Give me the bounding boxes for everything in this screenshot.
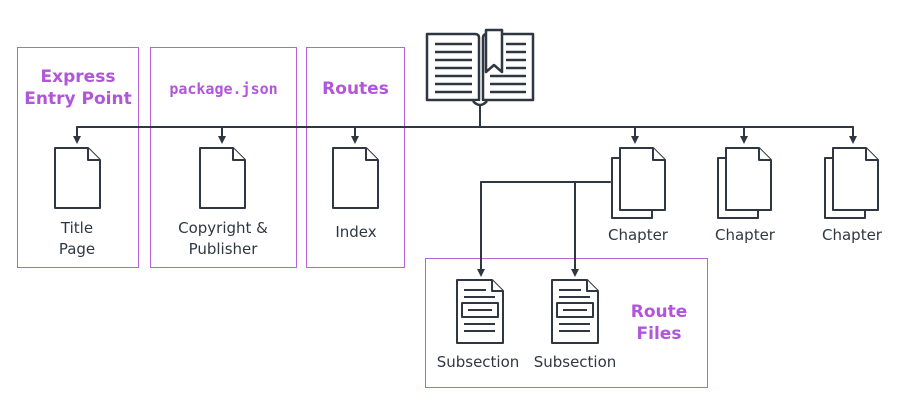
express-entry-point-box	[17, 47, 139, 268]
express-title-line2: Entry Point	[24, 89, 132, 109]
stacked-documents-icon	[717, 147, 772, 219]
package-json-box	[150, 47, 297, 268]
index-label: Index	[335, 223, 377, 241]
copyright-line2: Publisher	[188, 240, 258, 258]
copyright-publisher-label: Copyright & Publisher	[162, 218, 284, 260]
connector-lines	[73, 105, 857, 277]
route-files-title-line2: Files	[636, 324, 682, 344]
chapter-label: Chapter	[715, 226, 775, 244]
copyright-line1: Copyright &	[178, 219, 268, 237]
express-entry-point-title: Express Entry Point	[17, 66, 139, 110]
route-files-title-line1: Route	[630, 302, 688, 322]
routes-box	[306, 47, 405, 268]
title-page-label: Title Page	[37, 218, 117, 260]
text-document-icon	[551, 279, 599, 344]
subsection-label: Subsection	[533, 353, 617, 371]
title-page-line2: Page	[58, 240, 96, 258]
route-files-box	[425, 258, 708, 388]
subsection-label: Subsection	[436, 353, 520, 371]
document-icon	[332, 147, 379, 209]
route-files-title: Route Files	[622, 301, 696, 345]
chapter-label: Chapter	[608, 226, 668, 244]
open-book-icon	[425, 28, 535, 107]
title-page-line1: Title	[60, 219, 94, 237]
text-document-icon	[456, 279, 504, 344]
document-icon	[199, 147, 246, 209]
package-json-title: package.json	[169, 80, 278, 98]
stacked-documents-icon	[611, 147, 666, 219]
document-icon	[54, 147, 101, 209]
express-title-line1: Express	[40, 67, 116, 87]
chapter-label: Chapter	[822, 226, 882, 244]
routes-title: Routes	[322, 79, 389, 99]
stacked-documents-icon	[824, 147, 879, 219]
